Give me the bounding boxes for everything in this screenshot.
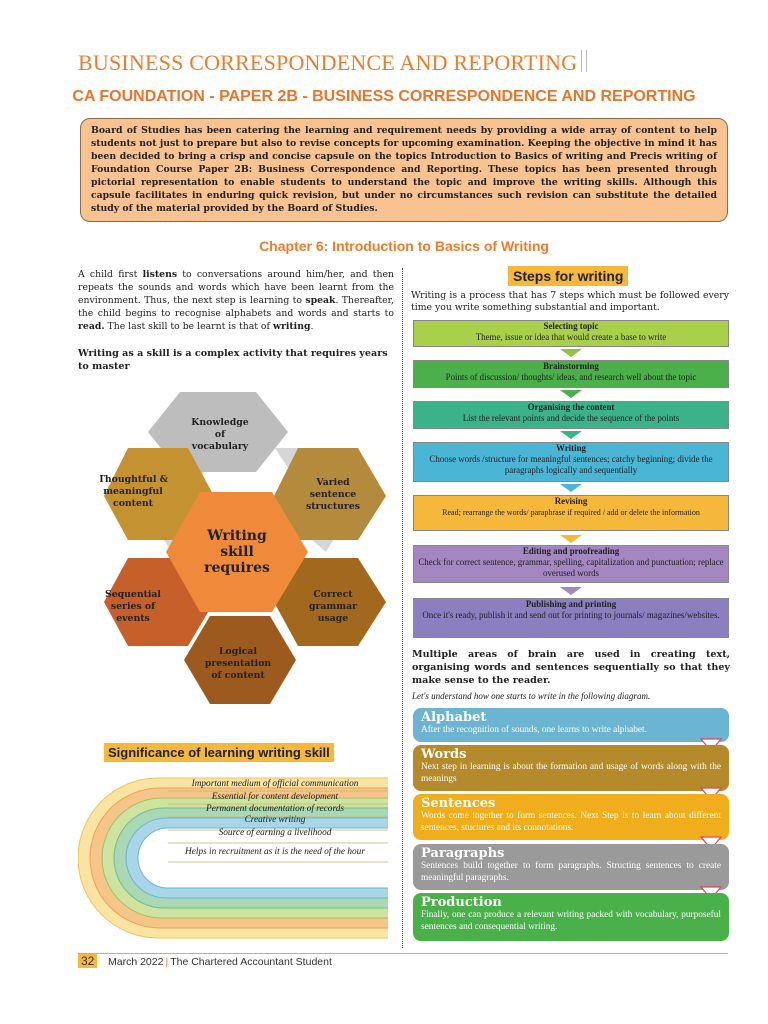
publication-name: The Chartered Accountant Student (170, 956, 332, 968)
step-arrow (560, 349, 582, 357)
step-arrow (560, 431, 582, 439)
significance-item: Permanent documentation of records (206, 804, 344, 814)
step-title: Publishing and printing (525, 599, 617, 609)
writing-skill-hexagon-diagram: Knowledge of vocabulary Varied sentence … (100, 392, 386, 704)
diagram-caption: Let's understand how one starts to write… (412, 691, 651, 701)
steps-intro: Writing is a process that has 7 steps wh… (411, 290, 729, 313)
hex-label: vocabulary (191, 441, 249, 452)
hex-logical (184, 616, 296, 704)
footer-separator: | (165, 956, 169, 968)
step-desc: Once it's ready, publish it and send out… (422, 610, 720, 620)
hex-center (166, 492, 308, 612)
step-desc: Choose words /structure for meaningful s… (429, 454, 713, 475)
magazine-title: BUSINESS CORRESPONDENCE AND REPORTING (78, 50, 588, 76)
significance-item: Important medium of official communicati… (191, 779, 359, 789)
paper-subtitle: CA FOUNDATION - PAPER 2B - BUSINESS CORR… (72, 88, 696, 105)
stage-desc: Finally, one can produce a relevant writ… (421, 910, 721, 932)
hex-label: Thoughtful & (100, 474, 169, 485)
significance-item: Essential for content development (211, 792, 339, 802)
step-title: Selecting topic (543, 321, 599, 331)
significance-title: Significance of learning writing skill (104, 743, 334, 762)
step-title: Writing (556, 443, 586, 453)
step-desc: Theme, issue or idea that would create a… (475, 332, 667, 342)
step-desc: List the relevant points and decide the … (462, 413, 680, 423)
hex-label: series of (111, 601, 156, 612)
brain-note: Multiple areas of brain are used in crea… (412, 649, 730, 686)
stage-arrow (700, 836, 722, 850)
intro-paragraph: A child first listens to conversations a… (78, 269, 394, 332)
center-label: skill (220, 544, 254, 560)
hex-label: Knowledge (191, 417, 248, 428)
hex-label: structures (306, 501, 360, 512)
hex-label: of content (211, 670, 265, 681)
hex-label: grammar (309, 601, 357, 612)
hex-label: Correct (313, 589, 353, 600)
stage-title: Paragraphs (421, 846, 505, 861)
step-arrow (560, 390, 582, 398)
center-label: requires (204, 560, 270, 576)
intro-box: Board of Studies has been catering the l… (80, 118, 728, 222)
stage-desc: Words come together to form sentences. N… (421, 811, 721, 833)
hex-label: of (215, 429, 226, 440)
title-divider (581, 50, 588, 72)
step-arrow (560, 587, 582, 595)
page-number: 32 (78, 954, 98, 968)
stage-desc: After the recognition of sounds, one lea… (421, 725, 647, 735)
step-title: Brainstorming (543, 361, 599, 371)
column-divider (402, 268, 403, 948)
hex-label: Logical (219, 646, 257, 657)
hex-label: Sequential (105, 589, 161, 600)
chapter-title: Chapter 6: Introduction to Basics of Wri… (259, 238, 549, 254)
stage-title: Words (421, 747, 467, 762)
footer-info: March 2022|The Chartered Accountant Stud… (108, 956, 332, 968)
stage-title: Alphabet (421, 710, 487, 725)
step-desc: Read; rearrange the words/ paraphrase if… (442, 508, 700, 517)
stage-title: Sentences (421, 796, 496, 811)
stage-title: Production (421, 895, 502, 910)
hex-label: Varied (315, 477, 350, 488)
significance-item: Helps in recruitment as it is the need o… (185, 847, 365, 857)
significance-item: Creative writing (244, 815, 306, 825)
hex-label: content (113, 498, 154, 509)
step-title: Organising the content (527, 402, 615, 412)
hex-sentence-structures (274, 448, 386, 540)
step-title: Editing and proofreading (522, 546, 620, 556)
step-arrow (560, 484, 582, 492)
steps-title: Steps for writing (508, 266, 629, 286)
hex-label: presentation (205, 658, 272, 669)
hex-label: usage (318, 613, 349, 624)
center-label: Writing (206, 528, 267, 544)
footer-rule (78, 953, 728, 954)
hex-grammar (274, 558, 386, 646)
step-arrow (560, 535, 582, 543)
hex-label: meaningful (103, 486, 163, 497)
stage-desc: Next step in learning is about the forma… (421, 762, 721, 784)
step-desc: Check for correct sentence, grammar, spe… (418, 557, 724, 578)
significance-item: Source of earning a livelihood (218, 828, 332, 838)
hex-label: sentence (310, 489, 357, 500)
issue-date: March 2022 (108, 956, 164, 968)
step-desc: Points of discussion/ thoughts/ ideas, a… (445, 372, 697, 382)
step-title: Revising (554, 496, 588, 506)
complex-skill-note: Writing as a skill is a complex activity… (78, 348, 388, 372)
stage-desc: Sentences build together to form paragra… (421, 861, 721, 883)
hex-label: events (116, 613, 150, 624)
significance-arcs (78, 777, 388, 939)
